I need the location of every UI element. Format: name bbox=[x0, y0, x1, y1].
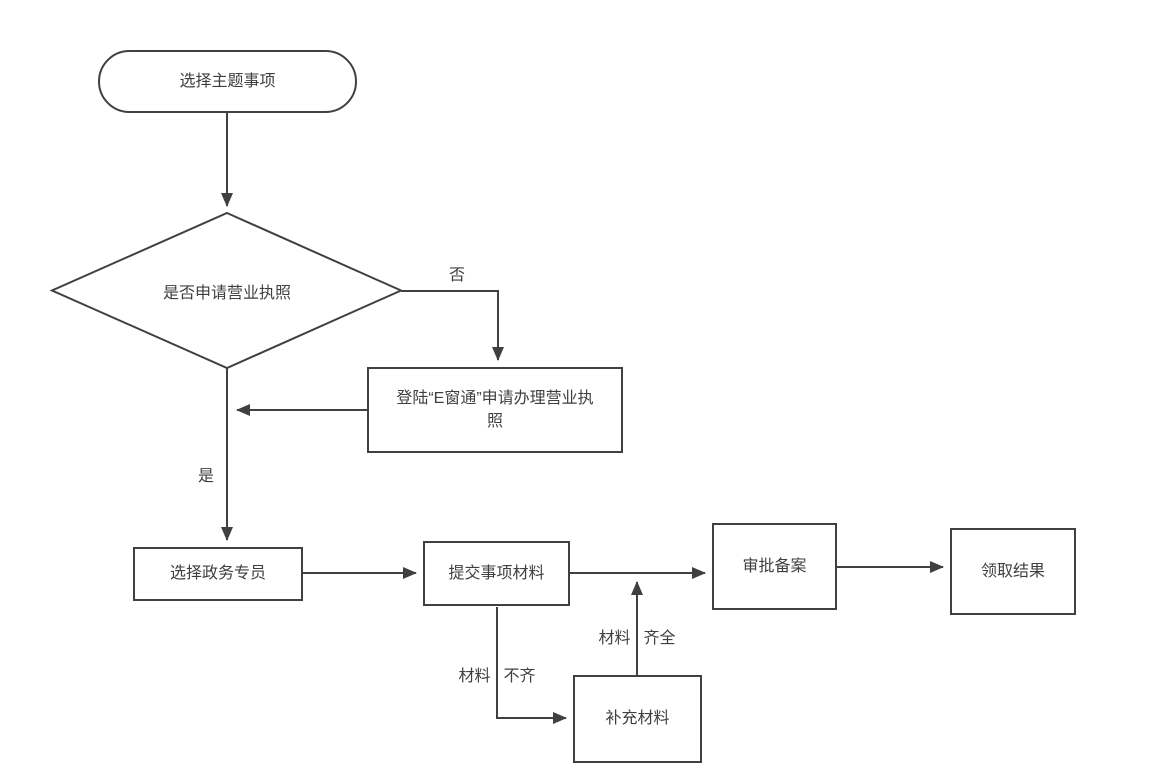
approval-node: 审批备案 bbox=[712, 523, 837, 610]
decision-node-label-wrap: 是否申请营业执照 bbox=[97, 275, 357, 306]
edge-label-materials-incomplete-left: 材料 bbox=[458, 667, 491, 685]
result-node: 领取结果 bbox=[950, 528, 1076, 615]
edge-label-no: 否 bbox=[448, 266, 465, 284]
connector-submit-to-supplement bbox=[496, 607, 567, 724]
start-node-label: 选择主题事项 bbox=[179, 72, 276, 90]
edge-label-yes: 是 bbox=[197, 467, 214, 485]
decision-node-label: 是否申请营业执照 bbox=[162, 284, 291, 302]
supplement-materials-node-label: 补充材料 bbox=[605, 710, 670, 728]
edge-label-materials-complete-left: 材料 bbox=[598, 629, 631, 647]
select-agent-node: 选择政务专员 bbox=[133, 547, 303, 601]
decision-diamond-shape bbox=[49, 211, 404, 370]
supplement-materials-node: 补充材料 bbox=[573, 675, 702, 763]
ect-login-node: 登陆“E窗通”申请办理营业执照 bbox=[367, 367, 623, 453]
edge-label-materials-incomplete: 材料 不齐 bbox=[437, 666, 557, 688]
start-node: 选择主题事项 bbox=[98, 50, 357, 113]
edge-label-materials-incomplete-right: 不齐 bbox=[503, 667, 536, 685]
edge-label-materials-complete-right: 齐全 bbox=[643, 629, 676, 647]
result-node-label: 领取结果 bbox=[980, 562, 1045, 580]
ect-login-node-label: 登陆“E窗通”申请办理营业执照 bbox=[396, 389, 594, 430]
connector-decision-to-ect-login bbox=[401, 290, 504, 361]
approval-node-label: 审批备案 bbox=[742, 557, 807, 575]
submit-materials-node: 提交事项材料 bbox=[423, 541, 570, 606]
submit-materials-node-label: 提交事项材料 bbox=[448, 564, 545, 582]
select-agent-node-label: 选择政务专员 bbox=[169, 565, 266, 583]
edge-label-materials-complete: 材料 齐全 bbox=[577, 628, 697, 650]
